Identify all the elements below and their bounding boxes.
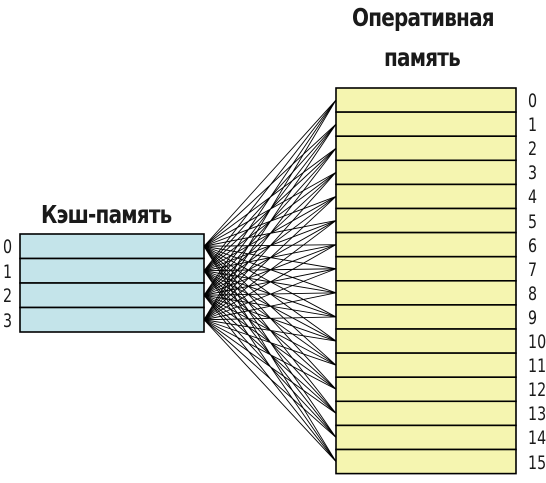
ram-row bbox=[335, 231, 517, 258]
mapping-line bbox=[203, 319, 337, 414]
ram-row-label: 9 bbox=[528, 306, 538, 329]
ram-row-label: 11 bbox=[528, 355, 546, 378]
ram-row-label: 1 bbox=[528, 114, 538, 137]
ram-row-label: 10 bbox=[528, 331, 546, 353]
ram-row bbox=[335, 255, 517, 282]
cache-block bbox=[19, 233, 205, 333]
ram-row bbox=[335, 328, 517, 354]
mapping-line bbox=[203, 268, 337, 321]
mapping-line bbox=[203, 99, 337, 272]
mapping-line bbox=[203, 123, 337, 321]
mapping-line bbox=[203, 99, 337, 296]
ram-row bbox=[335, 207, 517, 234]
ram-row bbox=[335, 424, 517, 451]
mapping-line bbox=[203, 196, 337, 321]
ram-row bbox=[335, 400, 517, 427]
mapping-line bbox=[203, 147, 337, 321]
mapping-line bbox=[203, 99, 337, 320]
mapping-line bbox=[203, 292, 337, 321]
ram-row-label: 13 bbox=[528, 403, 546, 426]
mapping-line bbox=[203, 319, 337, 342]
ram-title-line-1: Оперативная bbox=[352, 3, 495, 32]
cache-row bbox=[19, 306, 205, 333]
ram-row-label: 2 bbox=[528, 138, 538, 161]
cache-title: Кэш-память bbox=[41, 200, 172, 229]
ram-row bbox=[335, 87, 517, 113]
ram-row bbox=[335, 111, 517, 137]
ram-block bbox=[335, 87, 517, 475]
ram-row bbox=[335, 376, 517, 403]
mapping-line bbox=[203, 99, 337, 247]
cache-row bbox=[19, 257, 205, 284]
ram-row bbox=[335, 159, 517, 186]
cache-row-label: 2 bbox=[3, 285, 13, 307]
ram-row bbox=[335, 448, 517, 475]
mapping-line bbox=[203, 220, 337, 321]
mapping-line bbox=[203, 319, 337, 390]
cache-row bbox=[19, 282, 205, 309]
mapping-line bbox=[203, 319, 337, 462]
ram-row-label: 7 bbox=[528, 258, 538, 281]
ram-row-label: 3 bbox=[528, 162, 538, 185]
ram-title-line-2: память bbox=[384, 43, 461, 72]
ram-row-label: 12 bbox=[528, 379, 546, 402]
ram-row bbox=[335, 279, 517, 306]
ram-row-label: 6 bbox=[528, 234, 538, 257]
ram-row-label: 14 bbox=[528, 427, 546, 450]
ram-row bbox=[335, 304, 517, 330]
ram-row-label: 15 bbox=[528, 451, 546, 474]
ram-row bbox=[335, 352, 517, 379]
ram-row-label: 4 bbox=[528, 186, 538, 209]
cache-row-label: 0 bbox=[3, 236, 13, 258]
mapping-lines bbox=[203, 99, 337, 462]
mapping-line bbox=[203, 172, 337, 321]
mapping-line bbox=[203, 316, 337, 321]
ram-row-label: 0 bbox=[528, 90, 538, 112]
ram-row bbox=[335, 183, 517, 210]
ram-row-label: 8 bbox=[528, 282, 538, 305]
cache-row bbox=[19, 233, 205, 260]
cache-row-label: 3 bbox=[3, 309, 13, 332]
ram-row-label: 5 bbox=[528, 210, 538, 233]
cache-row-label: 1 bbox=[3, 260, 13, 283]
mapping-line bbox=[203, 319, 337, 438]
mapping-line bbox=[203, 319, 337, 366]
mapping-line bbox=[203, 244, 337, 321]
ram-row bbox=[335, 135, 517, 162]
